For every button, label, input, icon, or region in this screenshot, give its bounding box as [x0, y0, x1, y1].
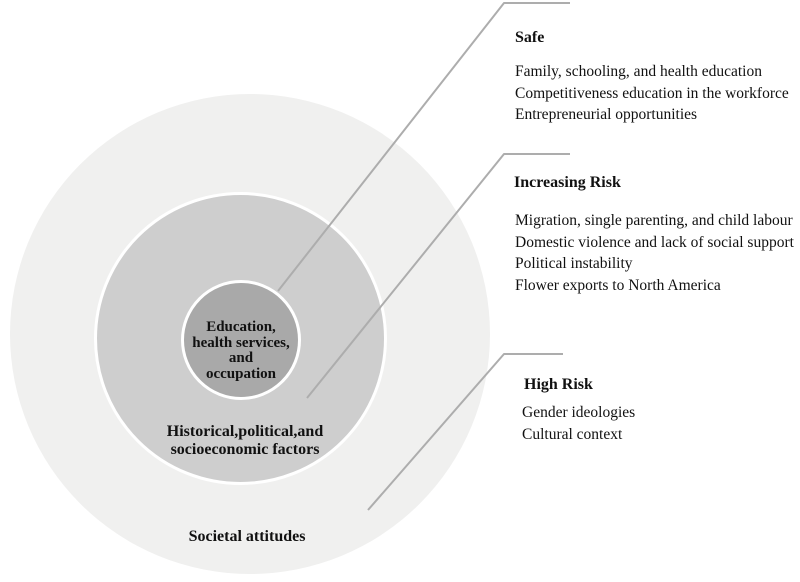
list-item: Migration, single parenting, and child l… [515, 212, 793, 229]
section-heading-increasing-risk: Increasing Risk [514, 174, 621, 191]
leader-line-safe [277, 2, 570, 292]
leader-line-increasing-risk [306, 153, 570, 399]
middle-circle-label: Historical,political,and socioeconomic f… [166, 423, 324, 458]
section-items-high-risk: Gender ideologies Cultural context [522, 402, 635, 445]
section-items-increasing-risk: Migration, single parenting, and child l… [515, 210, 794, 297]
section-heading-safe: Safe [515, 29, 545, 46]
list-item: Political instability [515, 255, 633, 273]
list-item: Flower exports to North America [515, 277, 721, 295]
list-item: Gender ideologies [522, 404, 636, 421]
section-items-safe: Family, schooling, and health education … [515, 61, 789, 126]
inner-circle-education [181, 280, 301, 400]
list-item: Competitiveness education in the workfor… [515, 84, 789, 102]
list-item: Domestic violence and lack of social sup… [515, 233, 794, 251]
leader-line-high-risk [367, 353, 563, 511]
inner-circle-label: Education, health services, and occupati… [192, 319, 290, 383]
list-item: Entrepreneurial opportunities [515, 106, 698, 124]
list-item: Family, schooling, and health education [515, 63, 762, 80]
section-heading-high-risk: High Risk [524, 376, 593, 393]
outer-circle-label: Societal attitudes [188, 528, 306, 545]
list-item: Cultural context [522, 425, 623, 443]
